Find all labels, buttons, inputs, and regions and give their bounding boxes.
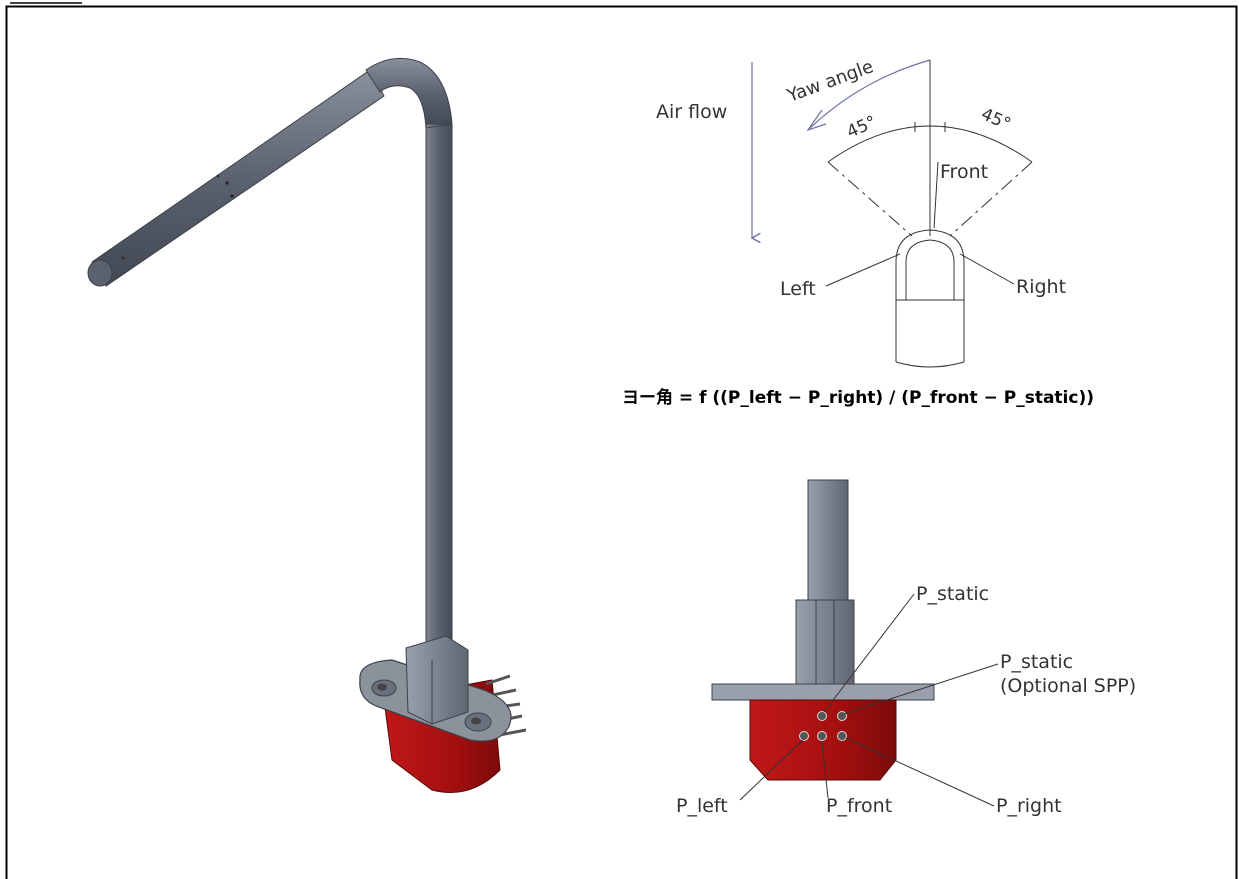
p-right-label: P_right xyxy=(996,795,1062,817)
p-static-label: P_static xyxy=(916,583,989,605)
p-left-label: P_left xyxy=(676,795,728,817)
front-leader xyxy=(933,161,939,229)
port-view-stem xyxy=(807,479,849,601)
pressure-port-diagram: P_static P_static (Optional SPP) P_left … xyxy=(676,479,1136,817)
p-static-optional-sub: (Optional SPP) xyxy=(1000,675,1136,697)
left-leader xyxy=(825,253,901,287)
right-label: Right xyxy=(1016,276,1066,298)
front-label: Front xyxy=(940,161,988,183)
left-45-line xyxy=(827,161,913,237)
angle-dimension-arc xyxy=(827,125,1033,163)
p-static-leader xyxy=(823,593,915,713)
yaw-angle-diagram: Air flow Yaw angle 45° 45° Front Left Ri… xyxy=(656,56,1066,368)
p-front-leader xyxy=(821,740,829,799)
left-angle-value: 45° xyxy=(844,112,880,143)
port-front xyxy=(817,731,827,741)
yaw-angle-arc xyxy=(807,59,931,131)
p-static-optional-label: P_static xyxy=(1000,651,1073,673)
right-angle-value: 45° xyxy=(978,104,1014,135)
hex-collar xyxy=(405,635,469,725)
yaw-angle-label: Yaw angle xyxy=(784,56,877,107)
port-right xyxy=(837,731,847,741)
probe-arm xyxy=(91,69,385,287)
port-static xyxy=(817,711,827,721)
figure-frame xyxy=(5,5,1238,879)
left-label: Left xyxy=(780,278,816,300)
port-view-flange xyxy=(711,683,935,701)
side-port-hole xyxy=(230,194,234,198)
side-port-hole xyxy=(225,181,229,185)
p-right-leader xyxy=(845,737,995,807)
airflow-label: Air flow xyxy=(656,101,727,123)
p-left-leader xyxy=(739,739,804,801)
port-left xyxy=(799,731,809,741)
right-leader xyxy=(959,253,1015,285)
probe-tip xyxy=(87,259,113,287)
p-static-optional-leader xyxy=(843,663,999,715)
right-45-line xyxy=(949,161,1033,237)
port-static-optional xyxy=(837,711,847,721)
p-front-label: P_front xyxy=(826,795,892,817)
probe-stem xyxy=(425,123,453,645)
yaw-formula: ヨー角 = f ((P_left − P_right) / (P_front −… xyxy=(622,388,1094,408)
probe-head-section xyxy=(895,229,965,368)
port-view-collar xyxy=(795,599,855,685)
probe-3d-render xyxy=(87,57,527,793)
